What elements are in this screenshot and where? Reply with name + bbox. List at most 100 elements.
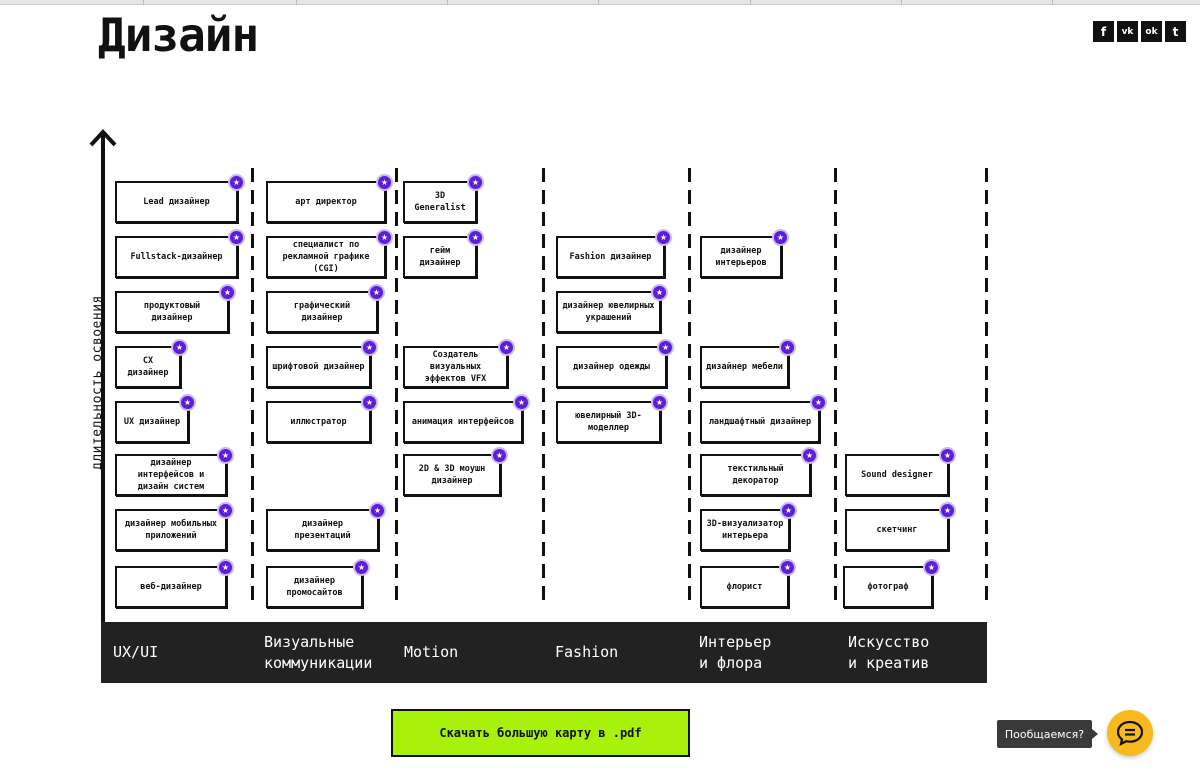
chat-bubble-icon — [1116, 720, 1144, 746]
profession-label: дизайнер одежды — [573, 362, 650, 372]
star-badge-icon: ★ — [371, 504, 384, 517]
profession-card-uxui[interactable]: Fullstack-дизайнер★ — [115, 231, 243, 278]
star-badge-icon: ★ — [803, 449, 816, 462]
category-bar: UX/UI Визуальные коммуникации Motion Fas… — [101, 622, 987, 683]
column-divider — [834, 168, 837, 608]
star-badge-icon: ★ — [782, 504, 795, 517]
profession-label: скетчинг — [876, 525, 918, 535]
star-badge-icon: ★ — [370, 286, 383, 299]
vk-icon[interactable]: vk — [1117, 21, 1138, 42]
twitter-icon[interactable]: t — [1165, 21, 1186, 42]
star-badge-icon: ★ — [657, 231, 670, 244]
profession-card-motion[interactable]: гейм дизайнер★ — [403, 231, 482, 278]
category-interior-flora[interactable]: Интерьер и флора — [699, 632, 772, 672]
profession-label: флорист — [726, 582, 763, 592]
star-badge-icon: ★ — [493, 449, 506, 462]
star-badge-icon: ★ — [653, 396, 666, 409]
star-badge-icon: ★ — [219, 561, 232, 574]
profession-card-interior[interactable]: дизайнер интерьеров ★ — [700, 231, 787, 278]
star-badge-icon: ★ — [812, 396, 825, 409]
profession-card-visual[interactable]: графический дизайнер ★ — [266, 286, 383, 333]
profession-label: дизайнер интерфейсов и дизайн систем — [137, 458, 205, 492]
star-badge-icon: ★ — [378, 176, 391, 189]
profession-card-visual[interactable]: дизайнер презентаций ★ — [266, 504, 384, 551]
profession-card-art[interactable]: скетчинг★ — [845, 504, 954, 551]
profession-card-visual[interactable]: арт директор★ — [266, 176, 391, 223]
profession-card-motion[interactable]: 2D & 3D моушн дизайнер★ — [403, 449, 506, 496]
column-divider — [985, 168, 988, 608]
profession-label: иллюстратор — [290, 417, 347, 427]
odnoklassniki-icon[interactable]: ok — [1141, 21, 1162, 42]
column-divider — [688, 168, 691, 608]
profession-label: текстильный декоратор — [727, 464, 784, 486]
profession-card-fashion[interactable]: Fashion дизайнер★ — [556, 231, 670, 278]
category-visual-communications[interactable]: Визуальные коммуникации — [264, 632, 373, 672]
star-badge-icon: ★ — [173, 341, 186, 354]
profession-label: ювелирный 3D-моделлер — [575, 411, 642, 433]
profession-card-visual[interactable]: дизайнер промосайтов ★ — [266, 561, 368, 608]
profession-card-uxui[interactable]: дизайнер мобильных приложений★ — [115, 504, 232, 551]
profession-label: графический дизайнер — [293, 301, 351, 323]
column-divider — [395, 168, 398, 608]
category-motion[interactable]: Motion — [404, 643, 459, 661]
profession-card-fashion[interactable]: дизайнер ювелирных украшений★ — [556, 286, 666, 333]
star-badge-icon: ★ — [781, 341, 794, 354]
profession-label: гейм дизайнер — [419, 246, 461, 268]
download-pdf-button[interactable]: Скачать большую карту в .pdf — [391, 709, 690, 757]
star-badge-icon: ★ — [221, 286, 234, 299]
profession-card-motion[interactable]: Создатель визуальных эффектов VFX★ — [403, 341, 513, 388]
profession-card-uxui[interactable]: CX дизайнер★ — [115, 341, 186, 388]
profession-card-interior[interactable]: ландшафтный дизайнер★ — [700, 396, 825, 443]
category-art-creative[interactable]: Искусство и креатив — [848, 632, 930, 672]
category-uxui[interactable]: UX/UI — [113, 643, 159, 661]
profession-card-uxui[interactable]: UX дизайнер★ — [115, 396, 194, 443]
profession-card-interior[interactable]: флорист★ — [700, 561, 794, 608]
profession-card-interior[interactable]: текстильный декоратор ★ — [700, 449, 816, 496]
profession-card-uxui[interactable]: веб-дизайнер ★ — [115, 561, 232, 608]
profession-label: UX дизайнер — [123, 417, 181, 427]
profession-card-fashion[interactable]: дизайнер одежды ★ — [556, 341, 672, 388]
star-badge-icon: ★ — [653, 286, 666, 299]
profession-card-uxui[interactable]: продуктовый дизайнер ★ — [115, 286, 234, 333]
category-fashion[interactable]: Fashion — [555, 643, 619, 661]
star-badge-icon: ★ — [363, 341, 376, 354]
profession-card-visual[interactable]: специалист по рекламной графике (CGI) ★ — [266, 231, 391, 278]
star-badge-icon: ★ — [230, 231, 243, 244]
y-axis-arrow-icon — [89, 129, 117, 147]
star-badge-icon: ★ — [774, 231, 787, 244]
profession-label: 3D-визуализатор интерьера — [706, 519, 784, 541]
profession-card-motion[interactable]: 3D Generalist★ — [403, 176, 482, 223]
profession-card-uxui[interactable]: дизайнер интерфейсов и дизайн систем★ — [115, 449, 232, 496]
star-badge-icon: ★ — [659, 341, 672, 354]
profession-card-fashion[interactable]: ювелирный 3D-моделлер ★ — [556, 396, 666, 443]
star-badge-icon: ★ — [363, 396, 376, 409]
profession-label: веб-дизайнер — [140, 582, 202, 592]
star-badge-icon: ★ — [378, 231, 391, 244]
profession-label: дизайнер промосайтов — [286, 576, 343, 598]
social-share-bar: f vk ok t — [1093, 21, 1186, 42]
profession-card-visual[interactable]: иллюстратор ★ — [266, 396, 376, 443]
profession-label: Lead дизайнер — [143, 197, 210, 207]
profession-label: дизайнер интерьеров — [715, 246, 767, 268]
star-badge-icon: ★ — [355, 561, 368, 574]
y-axis-label: длительность освоения — [90, 295, 105, 470]
profession-label: фотограф — [867, 582, 909, 592]
profession-card-visual[interactable]: шрифтовой дизайнер★ — [266, 341, 376, 388]
star-badge-icon: ★ — [500, 341, 513, 354]
profession-label: дизайнер презентаций — [294, 519, 351, 541]
browser-tab-strip — [0, 0, 1200, 5]
facebook-icon[interactable]: f — [1093, 21, 1114, 42]
profession-card-art[interactable]: фотограф★ — [843, 561, 938, 608]
profession-card-interior[interactable]: дизайнер мебели★ — [700, 341, 794, 388]
profession-card-uxui[interactable]: Lead дизайнер★ — [115, 176, 243, 223]
profession-label: продуктовый дизайнер — [143, 301, 201, 323]
profession-card-interior[interactable]: 3D-визуализатор интерьера ★ — [700, 504, 795, 551]
page-title: Дизайн — [98, 8, 259, 62]
profession-label: анимация интерфейсов — [411, 417, 515, 427]
profession-card-motion[interactable]: анимация интерфейсов★ — [403, 396, 528, 443]
star-badge-icon: ★ — [181, 396, 194, 409]
star-badge-icon: ★ — [515, 396, 528, 409]
chat-button[interactable] — [1107, 710, 1153, 756]
profession-card-art[interactable]: Sound designer★ — [845, 449, 954, 496]
profession-label: специалист по рекламной графике (CGI) — [282, 240, 370, 274]
